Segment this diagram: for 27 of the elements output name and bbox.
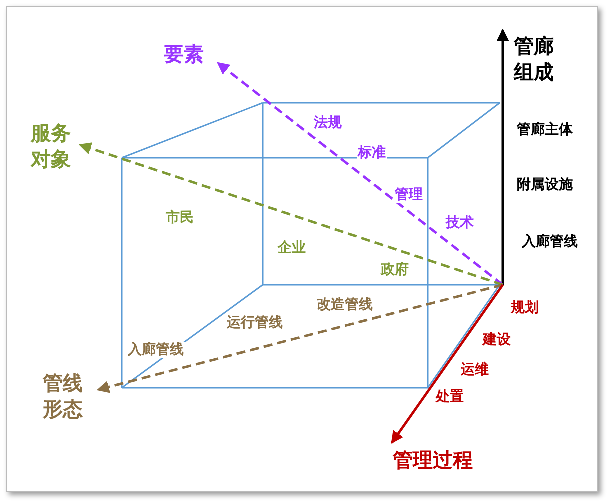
axis-item-label: 运维 xyxy=(460,362,490,378)
arrow xyxy=(96,284,504,394)
axis-item-label: 入廊管线 xyxy=(127,342,185,358)
arrow xyxy=(78,142,504,286)
arrow xyxy=(217,62,504,286)
axis-item-label: 企业 xyxy=(277,240,307,256)
axis-item-label: 附属设施 xyxy=(516,177,574,193)
axis-item-label: 建设 xyxy=(482,332,512,348)
axis-item-label: 市民 xyxy=(165,210,195,226)
axis-item-label: 管理 xyxy=(394,187,424,203)
axis-label: 管廊组成 xyxy=(512,33,555,85)
axis-item-label: 法规 xyxy=(313,115,343,131)
axis-label: 要素 xyxy=(163,41,205,67)
axis-item-label: 标准 xyxy=(357,145,387,161)
axis-label: 管理过程 xyxy=(392,447,474,473)
axis-item-label: 技术 xyxy=(445,215,475,231)
axis-item-label: 管廊主体 xyxy=(516,122,574,138)
arrow xyxy=(496,28,510,285)
arrow xyxy=(390,284,504,444)
axis-item-label: 处置 xyxy=(435,389,465,405)
axis-label: 管线形态 xyxy=(42,370,84,422)
axis-item-label: 政府 xyxy=(380,262,410,278)
axis-label: 服务对象 xyxy=(30,120,72,172)
axis-item-label: 规划 xyxy=(510,300,540,316)
axis-item-label: 运行管线 xyxy=(226,315,284,331)
axis-item-label: 改造管线 xyxy=(316,297,374,313)
axis-item-label: 入廊管线 xyxy=(521,234,579,250)
